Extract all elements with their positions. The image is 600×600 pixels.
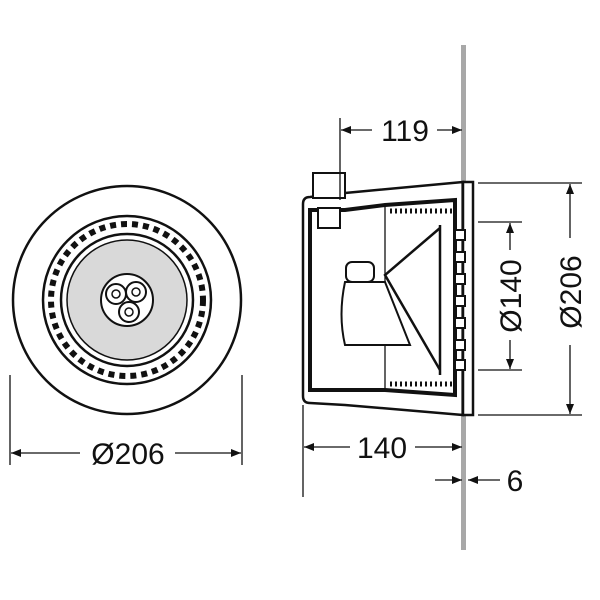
inner-ring: [41, 214, 213, 386]
grill-ribs: [454, 229, 466, 371]
outer-diameter-label: Ø206: [555, 255, 588, 328]
side-view: 119 140 6 Ø140 Ø206: [301, 45, 588, 550]
front-view: Ø206: [9, 184, 243, 471]
front-diameter-label: Ø206: [91, 438, 164, 471]
opening-diameter-label: Ø140: [495, 259, 528, 332]
bezel: [59, 232, 195, 368]
led-module: [340, 281, 412, 346]
depth-top-label: 119: [381, 115, 429, 148]
flange-thickness-label: 6: [507, 465, 524, 498]
housing: [301, 180, 465, 417]
led-cluster: [100, 273, 154, 327]
depth-bottom-label: 140: [357, 432, 407, 465]
outer-rim: [11, 184, 243, 416]
grill-ring: [48, 221, 206, 379]
